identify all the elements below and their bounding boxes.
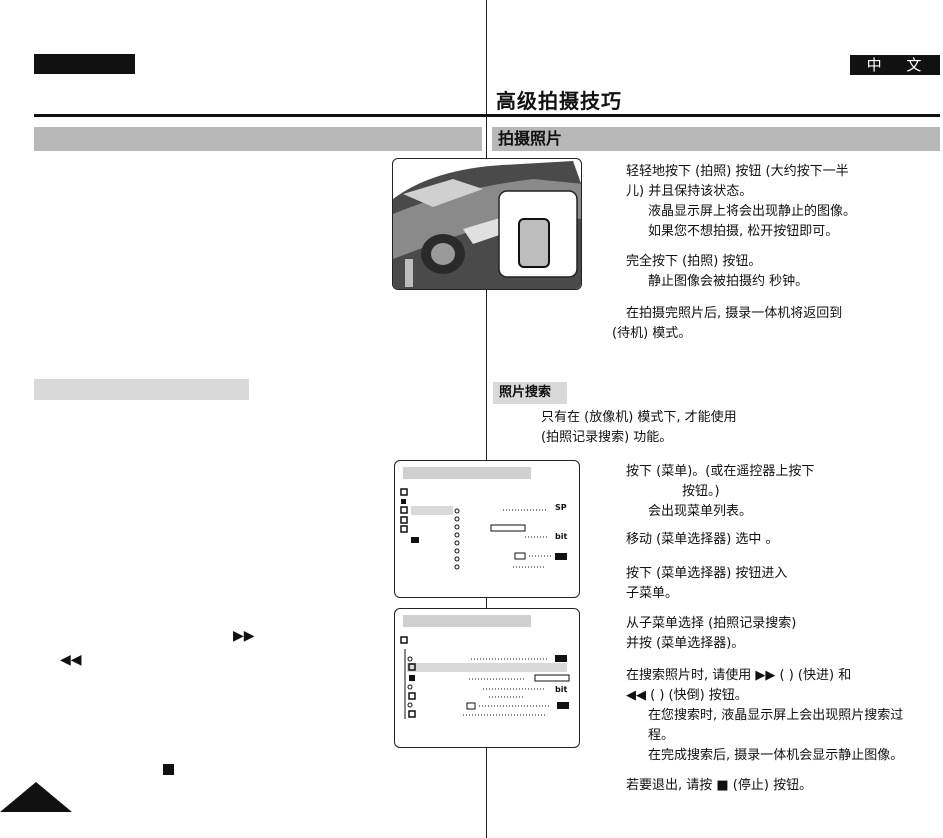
search-step-1: 按下 (菜单)。(或在遥控器上按下 按钮。) 会出现菜单列表。 (626, 464, 815, 519)
language-badge-left (34, 54, 135, 74)
photo-step-2-note: 静止图像会被拍摄约 秒钟。 (648, 274, 809, 289)
page-corner-triangle (0, 782, 72, 812)
column-divider (486, 0, 487, 838)
menu-value-bit: bit (555, 532, 568, 541)
section-bar-left (34, 127, 482, 151)
menu-screen-submenu: bit (394, 608, 580, 748)
search-step-4: 从子菜单选择 (拍照记录搜索) 并按 (菜单选择器)。 (626, 616, 797, 651)
language-badge: 中 文 (850, 55, 940, 75)
subsection-bar-left (34, 379, 249, 400)
search-step-2: 移动 (菜单选择器) 选中 。 (626, 532, 779, 547)
stop-icon (163, 764, 174, 775)
submenu-value-bit: bit (555, 685, 568, 694)
page-title: 高级拍摄技巧 (496, 89, 622, 113)
photo-step-2: 完全按下 (拍照) 按钮。 (626, 254, 762, 269)
photo-step-3: 在拍摄完照片后, 摄录一体机将返回到 (待机) 模式。 (612, 306, 843, 341)
subsection-title-search: 照片搜索 (493, 382, 567, 404)
search-step-6: 若要退出, 请按 ■ (停止) 按钮。 (626, 778, 813, 793)
rewind-icon: ◀◀ (60, 652, 82, 668)
search-step-5: 在搜索照片时, 请使用 ▶▶ ( ) (快进) 和 ◀◀ ( ) (快倒) 按钮… (626, 668, 852, 703)
search-intro: 只有在 (放像机) 模式下, 才能使用 (拍照记录搜索) 功能。 (541, 410, 737, 445)
menu-value-sp: SP (555, 503, 567, 512)
fast-forward-icon: ▶▶ (233, 628, 255, 644)
search-step-5-notes: 在您搜索时, 液晶显示屏上会出现照片搜索过 程。 在完成搜索后, 摄录一体机会显… (648, 708, 904, 763)
photo-step-1: 轻轻地按下 (拍照) 按钮 (大约按下一半 儿) 并且保持该状态。 (626, 164, 849, 199)
section-title-photo: 拍摄照片 (492, 127, 940, 151)
photo-step-1-notes: 液晶显示屏上将会出现静止的图像。 如果您不想拍摄, 松开按钮即可。 (648, 204, 857, 239)
menu-screen-main: SP bit (394, 460, 580, 598)
title-rule (34, 114, 940, 117)
camera-illustration (392, 158, 582, 290)
search-step-3: 按下 (菜单选择器) 按钮进入 子菜单。 (626, 566, 788, 601)
